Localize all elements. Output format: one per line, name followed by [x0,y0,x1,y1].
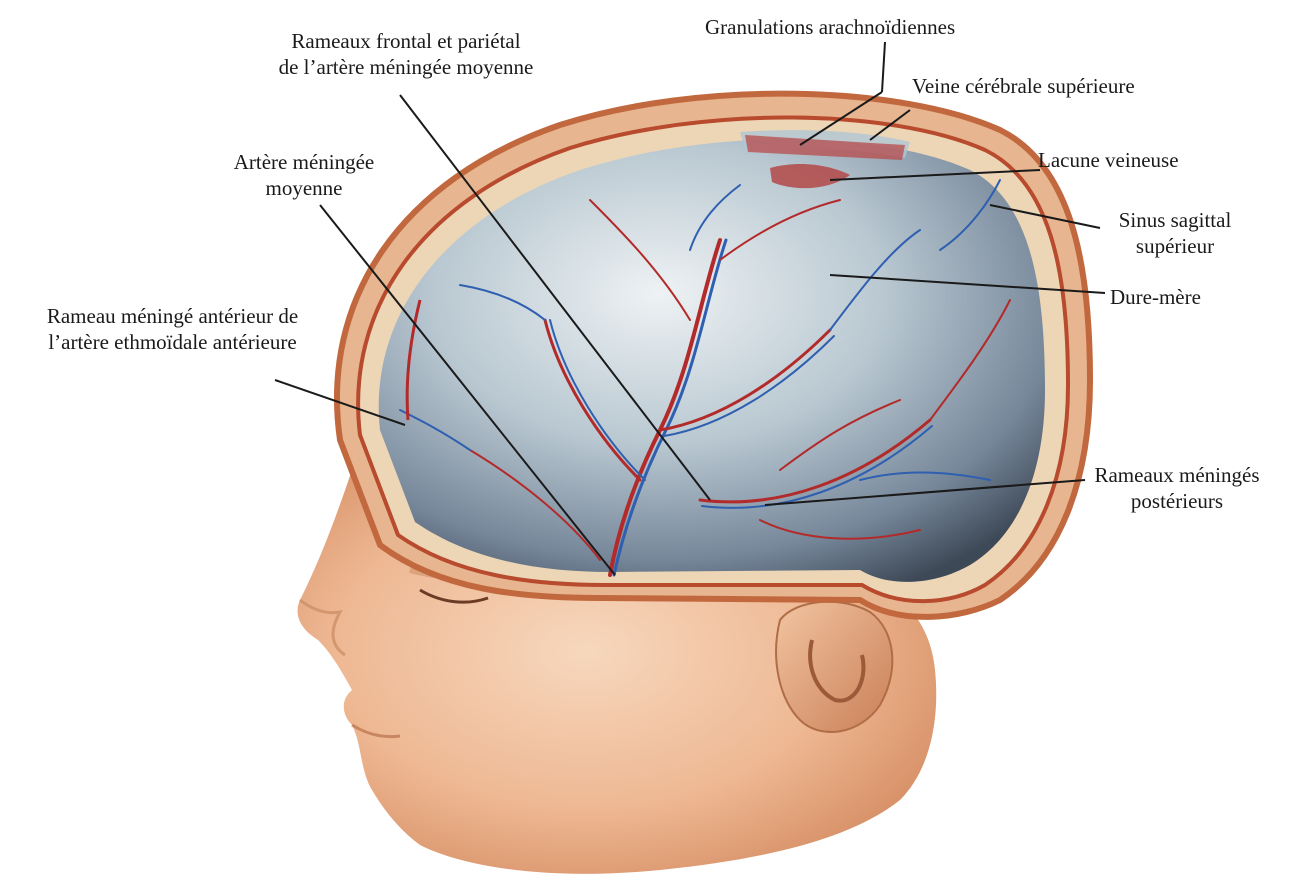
label-anterior-meningeal-branch: Rameau méningé antérieur de l’artère eth… [0,303,345,355]
label-arachnoid-granulations: Granulations arachnoïdiennes [705,14,955,40]
label-frontal-parietal-branches: Rameaux frontal et pariétal de l’artère … [236,28,576,80]
label-dura-mater: Dure-mère [1110,284,1201,310]
label-superior-cerebral-vein: Veine cérébrale supérieure [912,73,1135,99]
label-superior-sagittal-sinus: Sinus sagittal supérieur [1090,207,1260,259]
ear [776,602,892,732]
label-posterior-meningeal-branches: Rameaux méningés postérieurs [1082,462,1272,514]
label-venous-lacuna: Lacune veineuse [1038,147,1179,173]
leader-granulations [882,42,885,92]
label-middle-meningeal-artery: Artère méningée moyenne [204,149,404,201]
